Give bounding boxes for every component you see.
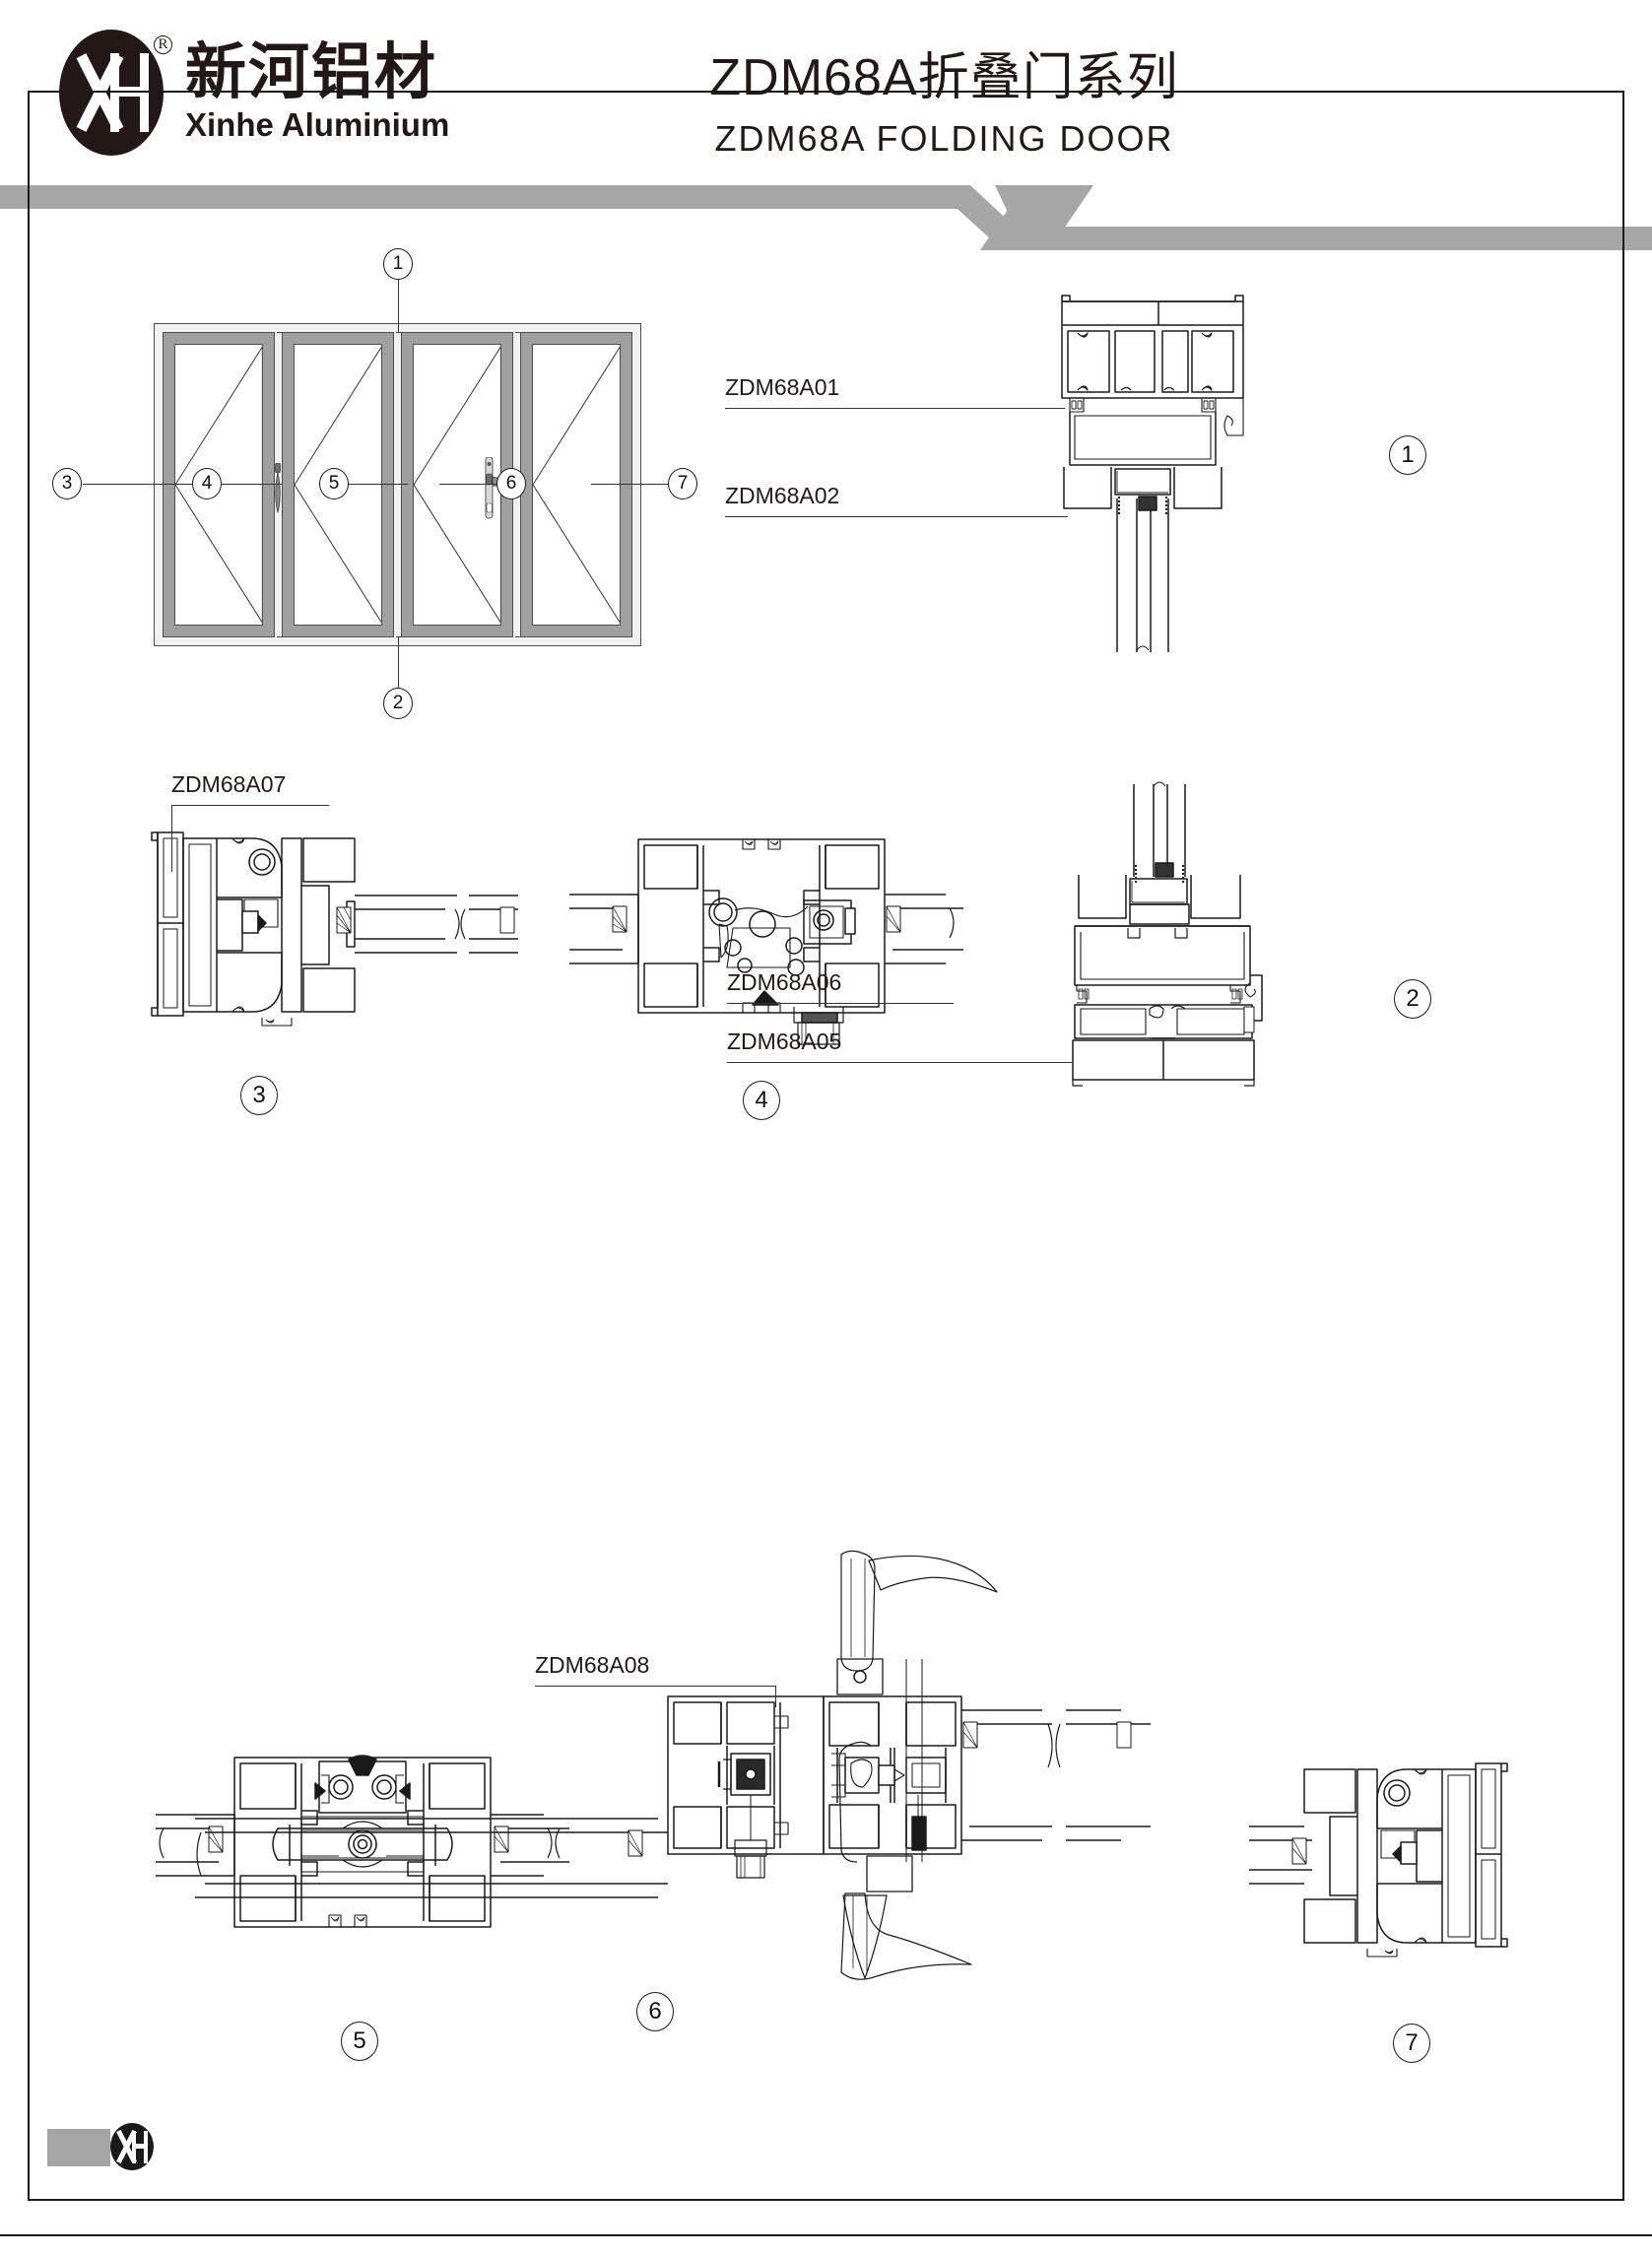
sheet-header: R 新河铝材 Xinhe Aluminium ZDM68A折叠门系列 ZDM68… xyxy=(0,0,1652,250)
xh-ellipse-logo-icon: R xyxy=(59,30,172,156)
flush-pull-handle-icon xyxy=(275,463,281,514)
leader-line xyxy=(591,484,668,486)
page-title-cn: ZDM68A折叠门系列 xyxy=(709,49,1179,106)
leader-line xyxy=(727,1003,954,1005)
callout-7[interactable]: 7 xyxy=(668,468,697,499)
folding-door-elevation: 1 2 3 4 5 6 7 xyxy=(52,248,697,719)
part-label-zdm68a02: ZDM68A02 xyxy=(725,483,840,508)
leader-line xyxy=(439,484,496,486)
footer-accent-bar xyxy=(47,2129,110,2166)
section-callout-1[interactable]: 1 xyxy=(1389,435,1426,475)
callout-2[interactable]: 2 xyxy=(383,688,413,719)
left-jamb-section-detail: ZDM68A07 3 xyxy=(144,771,518,1115)
hinge-mullion-section-detail: 4 xyxy=(569,830,963,1120)
leader-line xyxy=(171,805,173,872)
folding-pivot-section-detail: 5 xyxy=(156,1746,569,2061)
section-6-left-glazing xyxy=(195,1801,668,1919)
part-label-zdm68a06: ZDM68A06 xyxy=(727,969,842,995)
leader-line xyxy=(171,805,329,807)
section-callout-4[interactable]: 4 xyxy=(743,1081,780,1120)
page-title-en: ZDM68A FOLDING DOOR xyxy=(714,117,1174,159)
leader-line xyxy=(725,408,1065,410)
sheet-border xyxy=(28,91,1624,2201)
sheet-bottom-rule xyxy=(0,2234,1652,2236)
lock-handle-section-detail: ZDM68A08 6 xyxy=(535,1549,1151,2031)
section-callout-2[interactable]: 2 xyxy=(1394,979,1431,1019)
section-callout-7[interactable]: 7 xyxy=(1393,2024,1430,2063)
section-callout-5[interactable]: 5 xyxy=(341,2022,378,2061)
leader-line xyxy=(725,516,1068,518)
leader-line xyxy=(398,636,400,688)
right-jamb-section-detail: 7 xyxy=(1249,1756,1574,2063)
section-callout-6[interactable]: 6 xyxy=(636,1992,674,2031)
sill-section-detail: ZDM68A06 ZDM68A05 2 xyxy=(727,780,1431,1095)
decorative-band xyxy=(0,185,1652,250)
callout-1[interactable]: 1 xyxy=(383,248,413,280)
leader-line xyxy=(727,1062,1072,1064)
sheet-title-block: ZDM68A折叠门系列 ZDM68A FOLDING DOOR xyxy=(0,49,1652,160)
callout-5[interactable]: 5 xyxy=(319,468,349,499)
part-label-zdm68a05: ZDM68A05 xyxy=(727,1029,842,1054)
part-label-zdm68a07: ZDM68A07 xyxy=(171,771,287,797)
callout-6[interactable]: 6 xyxy=(496,468,526,499)
footer-xh-logo-icon xyxy=(110,2123,154,2170)
leader-line xyxy=(222,484,283,486)
callout-3[interactable]: 3 xyxy=(52,468,82,499)
leader-line xyxy=(535,1686,775,1688)
leader-line xyxy=(83,484,201,486)
part-label-zdm68a08: ZDM68A08 xyxy=(535,1652,650,1678)
registered-mark-icon: R xyxy=(154,35,172,54)
part-label-zdm68a01: ZDM68A01 xyxy=(725,374,840,400)
leader-line xyxy=(775,1686,777,1707)
callout-4[interactable]: 4 xyxy=(192,468,222,499)
drawing-area: 1 2 3 4 5 6 7 xyxy=(28,91,1624,2201)
brand-name-en: Xinhe Aluminium xyxy=(185,106,450,143)
section-callout-3[interactable]: 3 xyxy=(240,1076,278,1115)
leader-line xyxy=(398,280,400,333)
head-section-detail: ZDM68A01 ZDM68A02 1 xyxy=(725,288,1426,662)
leader-line xyxy=(349,484,408,486)
